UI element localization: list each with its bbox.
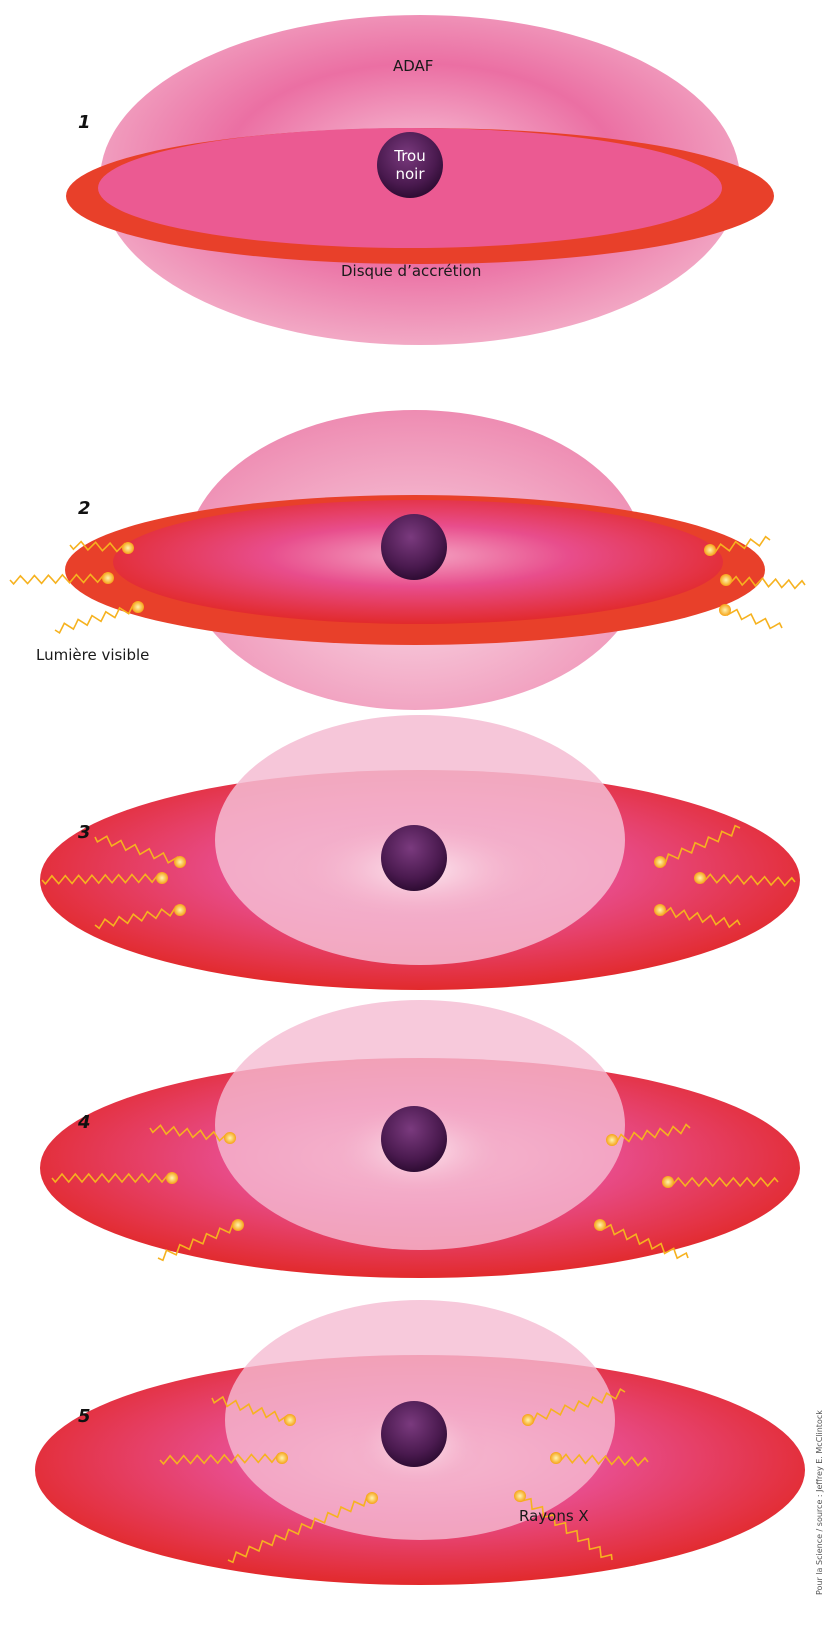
black-hole: [381, 1106, 447, 1172]
photon-dot: [276, 1452, 288, 1464]
stage-2: [65, 410, 765, 710]
black-hole: [381, 514, 447, 580]
photon-dot: [366, 1492, 378, 1504]
photon-wave: [725, 610, 782, 629]
xrays-label: Rayons X: [519, 1507, 589, 1525]
stage-3-number: 3: [78, 822, 91, 843]
photon-dot: [594, 1219, 606, 1231]
photon-dot: [174, 904, 186, 916]
photon-dot: [654, 856, 666, 868]
stage-4-number: 4: [78, 1112, 91, 1133]
photon-dot: [122, 542, 134, 554]
adaf-label: ADAF: [393, 57, 433, 75]
black-hole-label: Trou noir: [380, 147, 440, 183]
stage-5-number: 5: [78, 1406, 91, 1427]
photon-dot: [694, 872, 706, 884]
stage-4: [40, 1000, 800, 1278]
accretion-disk-label: Disque d’accrétion: [341, 262, 481, 280]
stage-3: [40, 715, 800, 990]
photon-dot: [514, 1490, 526, 1502]
photon-dot: [606, 1134, 618, 1146]
photon-dot: [284, 1414, 296, 1426]
photon-dot: [166, 1172, 178, 1184]
photon-dot: [654, 904, 666, 916]
photon-dot: [522, 1414, 534, 1426]
photon-dot: [102, 572, 114, 584]
photon-dot: [232, 1219, 244, 1231]
black-hole: [381, 1401, 447, 1467]
photon-dot: [550, 1452, 562, 1464]
photon-dot: [662, 1176, 674, 1188]
photon-dot: [719, 604, 731, 616]
stage-1-number: 1: [78, 112, 91, 133]
visible-light-label: Lumière visible: [36, 646, 149, 664]
photon-dot: [156, 872, 168, 884]
photon-dot: [224, 1132, 236, 1144]
stage-2-number: 2: [78, 498, 91, 519]
photon-dot: [132, 601, 144, 613]
photon-dot: [174, 856, 186, 868]
image-credit: Pour la Science / source : Jeffrey E. Mc…: [815, 1410, 824, 1595]
photon-dot: [704, 544, 716, 556]
stage-5: [35, 1300, 805, 1585]
photon-dot: [720, 574, 732, 586]
black-hole: [381, 825, 447, 891]
